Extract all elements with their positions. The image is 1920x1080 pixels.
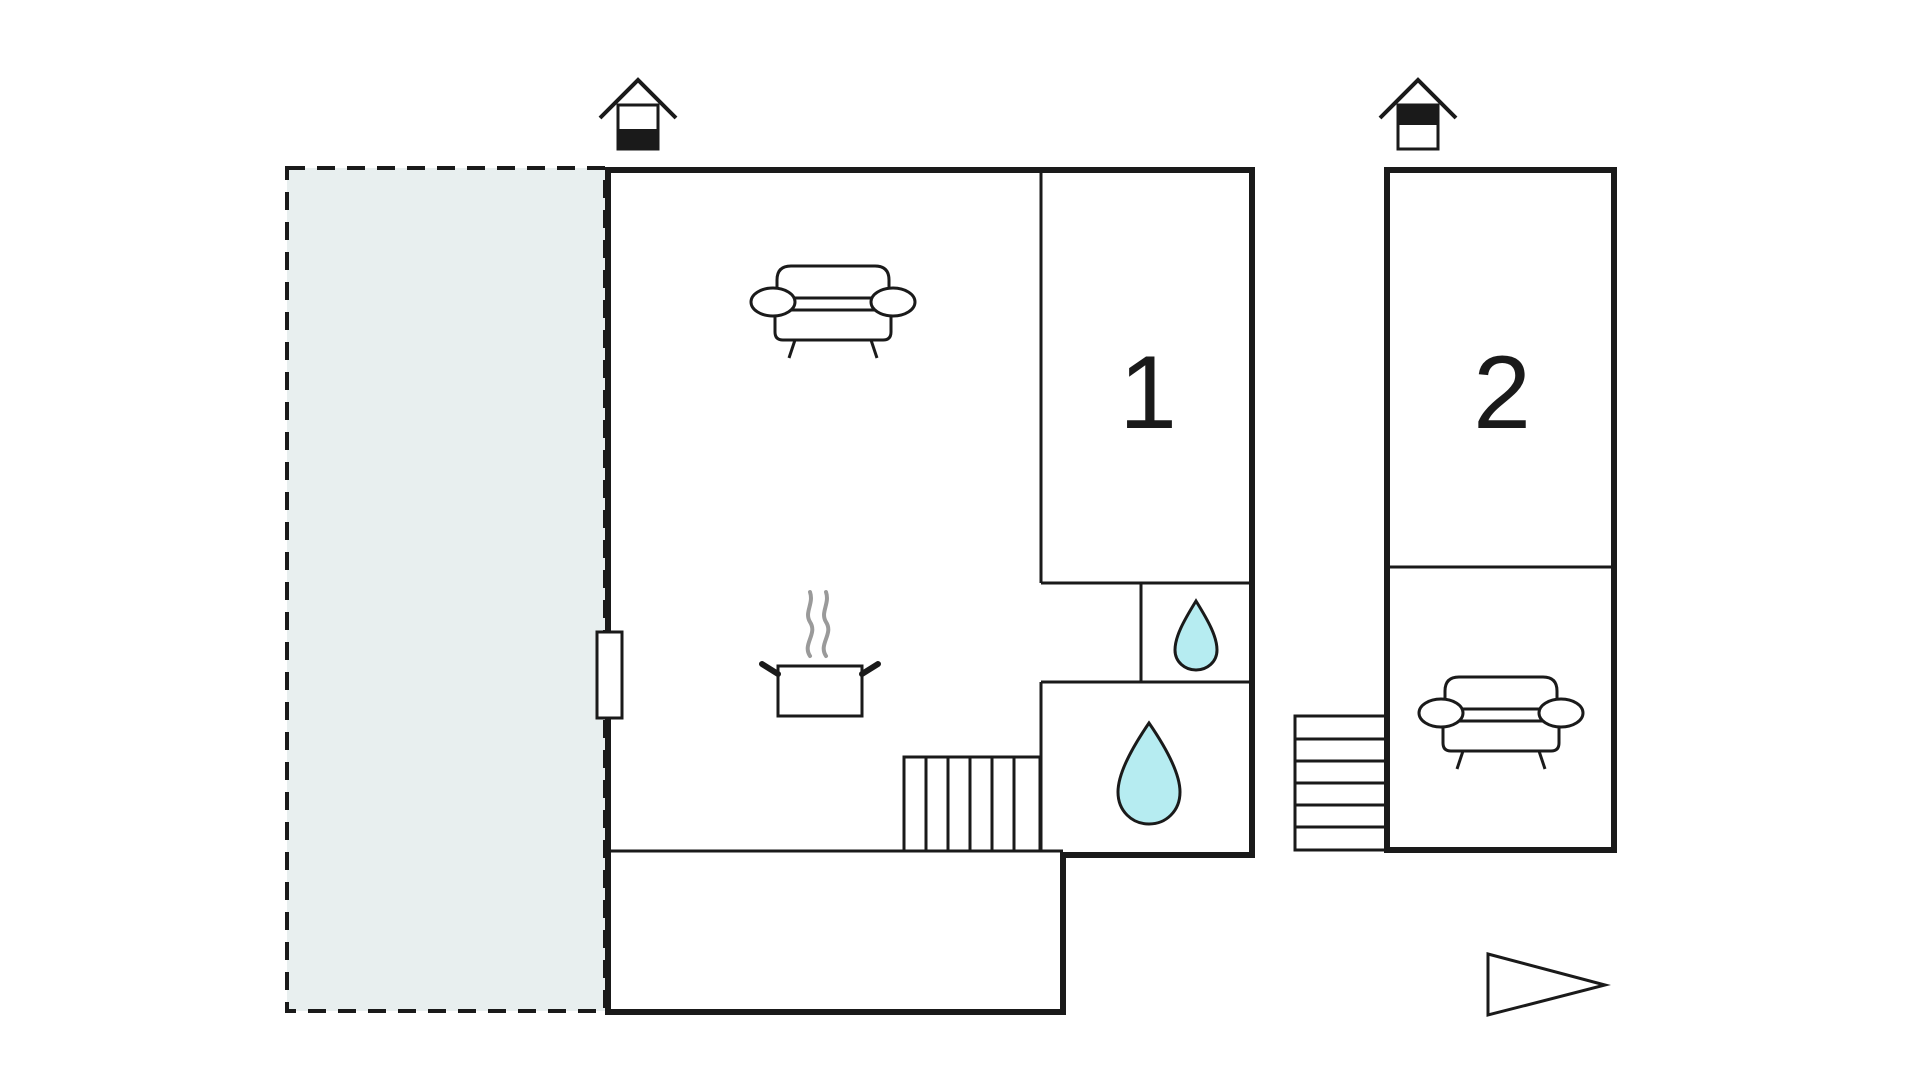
sofa-icon [1417, 675, 1585, 770]
annex-building [1384, 167, 1617, 853]
house-entrance-icon [598, 77, 678, 151]
water-drop-icon [1173, 598, 1219, 672]
sofa-icon [749, 264, 917, 359]
main-building [605, 167, 1255, 1015]
water-drop-icon [1116, 720, 1182, 826]
staircase-annex [1293, 714, 1389, 852]
terrace-door [595, 630, 624, 720]
room-label-bedroom-2: 2 [1473, 335, 1531, 451]
main-building-outline [605, 167, 1255, 1015]
house-entrance-icon [1378, 77, 1458, 151]
north-arrow-icon [1486, 952, 1611, 1017]
terrace-area [285, 166, 607, 1013]
annex-outline [1384, 167, 1617, 853]
room-label-bedroom-1: 1 [1119, 335, 1177, 451]
cooking-pot-icon [759, 590, 881, 718]
staircase-main [902, 755, 1042, 853]
